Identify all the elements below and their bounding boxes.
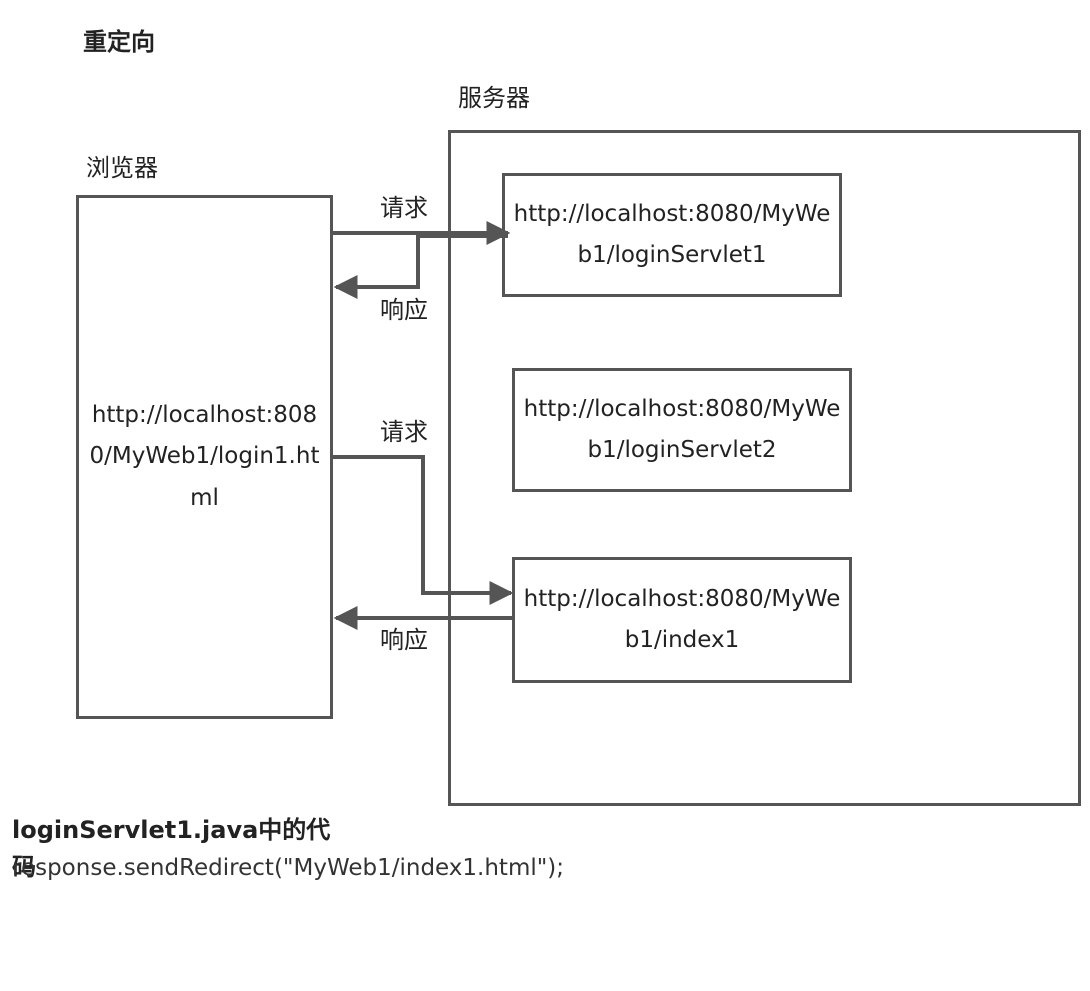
response-label-1: 响应 xyxy=(380,296,428,324)
server-label: 服务器 xyxy=(458,84,530,112)
response-label-2: 响应 xyxy=(380,626,428,654)
request-arrow-2 xyxy=(333,455,514,605)
index-box: http://localhost:8080/MyWeb1/index1 xyxy=(512,557,852,683)
login-servlet1-url: http://localhost:8080/MyWeb1/loginServle… xyxy=(513,200,831,268)
code-line: response.sendRedirect("MyWeb1/index1.htm… xyxy=(12,855,565,881)
request-label-1: 请求 xyxy=(380,194,428,222)
login-servlet2-box: http://localhost:8080/MyWeb1/loginServle… xyxy=(512,368,852,492)
browser-label: 浏览器 xyxy=(86,154,158,182)
server-frame xyxy=(448,130,1081,806)
response-arrow-1 xyxy=(333,234,508,299)
index-url: http://localhost:8080/MyWeb1/index1 xyxy=(523,585,841,653)
page-title: 重定向 xyxy=(83,28,155,56)
browser-url: http://localhost:8080/MyWeb1/login1.html xyxy=(89,401,320,511)
login-servlet2-url: http://localhost:8080/MyWeb1/loginServle… xyxy=(523,395,841,463)
browser-box: http://localhost:8080/MyWeb1/login1.html xyxy=(76,195,333,719)
section-heading: loginServlet1.java中的代码 xyxy=(12,816,331,882)
request-label-2: 请求 xyxy=(380,418,428,446)
